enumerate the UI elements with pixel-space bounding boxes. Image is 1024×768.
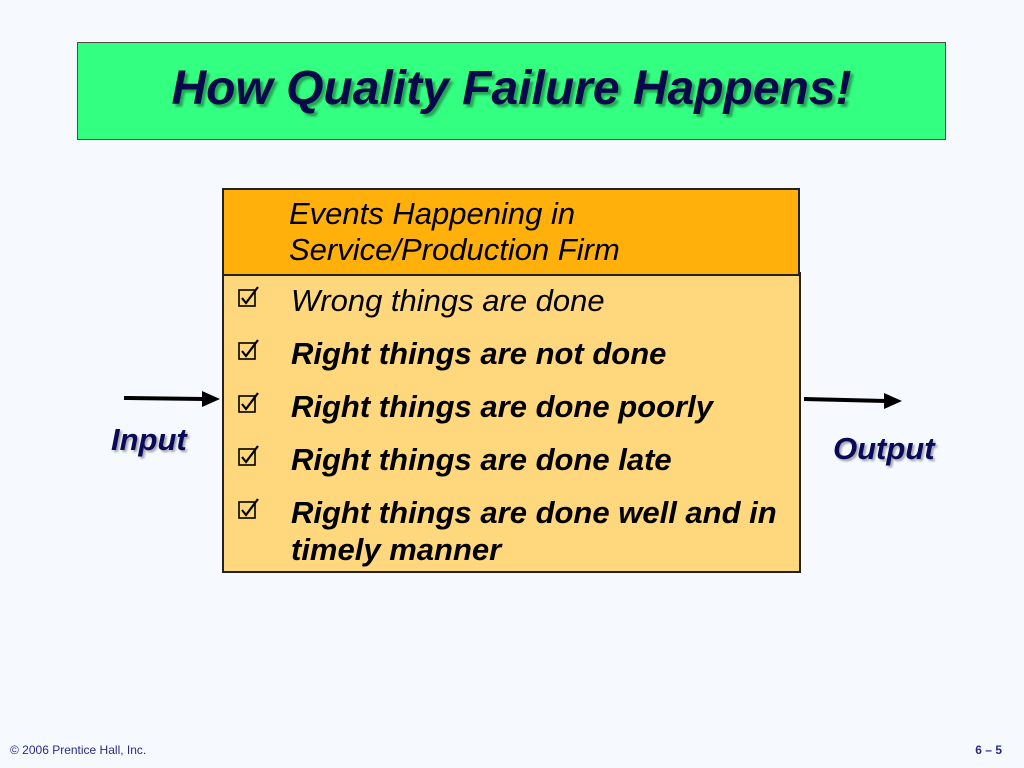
output-label: Output [833, 431, 935, 466]
title-banner: How Quality Failure Happens! [77, 42, 946, 140]
slide-number: 6 – 5 [975, 743, 1002, 757]
list-item-text: Right things are not done [291, 336, 667, 371]
checked-box-icon [238, 445, 259, 466]
list-item-text: Right things are done late [291, 442, 672, 477]
copyright-footer: © 2006 Prentice Hall, Inc. [10, 743, 147, 757]
process-header-line-1: Events Happening in [289, 196, 576, 231]
process-item-list: Wrong things are done Right things are n… [222, 272, 801, 573]
checked-box-icon [238, 286, 259, 307]
list-item-text: Right things are done poorly [291, 389, 713, 424]
checked-box-icon [238, 498, 259, 519]
checked-box-icon [238, 392, 259, 413]
list-item-text: Wrong things are done [291, 283, 605, 318]
process-header-line-2: Service/Production Firm [289, 232, 620, 267]
process-header-box: Events Happening in Service/Production F… [222, 188, 800, 276]
input-label: Input [111, 422, 187, 457]
slide-title: How Quality Failure Happens! [171, 61, 852, 115]
list-item-text: Right things are done well and in timely… [291, 495, 777, 567]
input-arrow-icon [123, 391, 220, 407]
output-arrow-icon [803, 393, 902, 409]
checked-box-icon [238, 339, 259, 360]
